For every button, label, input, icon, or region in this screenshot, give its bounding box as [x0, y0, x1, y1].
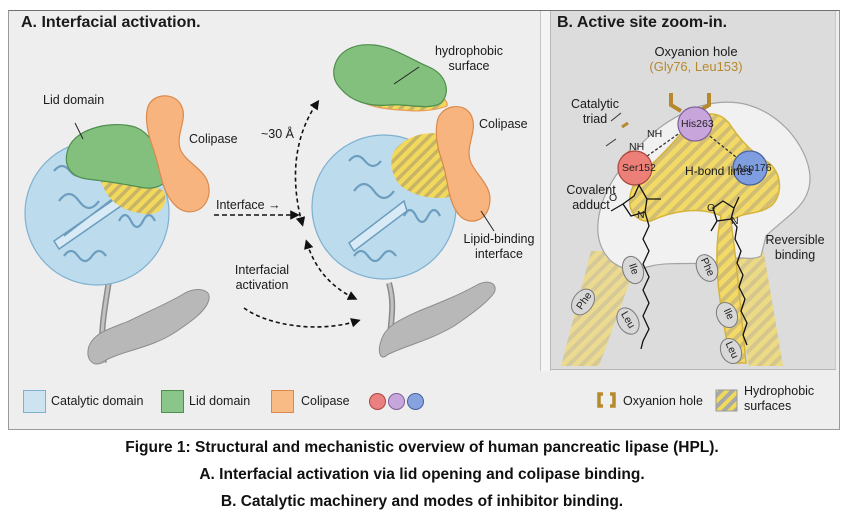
reversible-inhibitor-structure: [710, 196, 748, 346]
legend-label-catalytic: Catalytic domain: [51, 394, 144, 408]
helix-coils-right: [348, 154, 441, 263]
interfacial-activation-label: Interfacial activation: [234, 263, 290, 292]
legend-dot-purple: [388, 393, 405, 410]
nitrogen-atom-left: N: [637, 209, 645, 221]
covalent-adduct-structure: [610, 183, 661, 350]
panel-b: B. Active site zoom-in.: [550, 11, 836, 370]
reversible-binding-label: Reversible binding: [765, 233, 825, 262]
oxygen-atom-right: O: [707, 202, 716, 214]
ser152-label: Ser152: [622, 162, 656, 174]
oxyanion-hole-icon: [597, 392, 616, 408]
hbond-ser-his: [642, 131, 682, 160]
c-terminal-domain-right: [378, 281, 496, 358]
closed-lipase: [24, 95, 210, 365]
lipid-binding-interface-label: Lipid-binding interface: [463, 232, 535, 261]
colipase-right: [435, 106, 491, 222]
lid-domain-label: Lid domain: [43, 93, 105, 107]
caption-line-3: B. Catalytic machinery and modes of inhi…: [220, 493, 624, 510]
catalytic-triad-dashes: [605, 112, 622, 147]
oxyanion-hole-title: Oxyanion hole: [654, 44, 738, 59]
hbond-his-asp: [705, 132, 742, 162]
colipase-right-label: Colipase: [479, 117, 528, 131]
hbond-lines-label: H-bond lines: [685, 164, 753, 178]
legend-swatch-lid: [161, 390, 184, 413]
legend-label-lid: Lid domain: [189, 394, 251, 408]
hydrophobic-patch-left: [101, 180, 166, 215]
asp176-circle: [732, 150, 768, 186]
interface-label: Interface →: [216, 198, 281, 212]
covalent-adduct-label: Covalent adduct: [566, 183, 616, 212]
his263-label: His263: [681, 118, 714, 130]
legend-label-hydrophobic: Hydrophobic surfaces: [744, 384, 815, 413]
figure-caption: Figure 1: Structural and mechanistic ove…: [0, 434, 844, 515]
panel-a: A. Interfacial activation.: [9, 11, 539, 371]
panel-a-drawing: [24, 44, 496, 365]
beta-sheet-right: [348, 199, 408, 253]
interfacial-activation-arrow-2: [243, 307, 361, 328]
legend-swatch-catalytic: [23, 390, 46, 413]
hydrophobic-surface-pointer: [393, 66, 420, 85]
c-terminal-domain-left: [87, 289, 210, 365]
asp176-label: Asp176: [736, 162, 772, 174]
catalytic-triad-label: Catalytic triad: [571, 97, 619, 126]
lid-domain-right: [333, 44, 447, 108]
legend-label-oxyanion: Oxyanion hole: [623, 394, 703, 408]
lid-label-pointer: [74, 122, 84, 140]
colipase-left: [145, 95, 210, 213]
hydrophobic-surfaces-icon: [715, 389, 738, 412]
lipid-binding-pointer: [480, 210, 495, 232]
figure-frame: A. Interfacial activation.: [8, 10, 840, 430]
legend-icons: [597, 389, 738, 412]
nitrogen-atom-right: N: [731, 215, 739, 227]
oxygen-atom-left: O: [609, 192, 618, 204]
distance-label: ~30 Å: [261, 127, 295, 141]
pocket-residues: [571, 254, 743, 365]
panel-a-title: A. Interfacial activation.: [21, 14, 201, 31]
legend-swatch-colipase: [271, 390, 294, 413]
panel-b-title: B. Active site zoom-in.: [557, 14, 728, 31]
caption-line-2: A. Interfacial activation via lid openin…: [199, 466, 645, 483]
caption-line-1: Figure 1: Structural and mechanistic ove…: [125, 439, 719, 456]
legend-label-colipase: Colipase: [301, 394, 350, 408]
hydrophobic-surface-label: hydrophobic surface: [434, 44, 504, 73]
interfacial-activation-arrow-1: [304, 239, 358, 300]
legend-dot-red: [369, 393, 386, 410]
left-binding-channel: [561, 251, 641, 366]
oxyanion-hole-residues: (Gly76, Leu153): [649, 59, 743, 74]
open-lipase: [311, 44, 496, 358]
colipase-left-label: Colipase: [189, 132, 238, 146]
panel-b-drawing: [561, 93, 811, 366]
his263-circle: [677, 106, 713, 142]
legend: Catalytic domain Lid domain Colipase Oxy…: [9, 376, 839, 426]
nh-bracket-1: [621, 121, 629, 129]
nh-label-2: NH: [629, 141, 645, 153]
nh-label-1: NH: [647, 128, 663, 140]
ser152-circle: [617, 150, 653, 186]
legend-dot-blue: [407, 393, 424, 410]
